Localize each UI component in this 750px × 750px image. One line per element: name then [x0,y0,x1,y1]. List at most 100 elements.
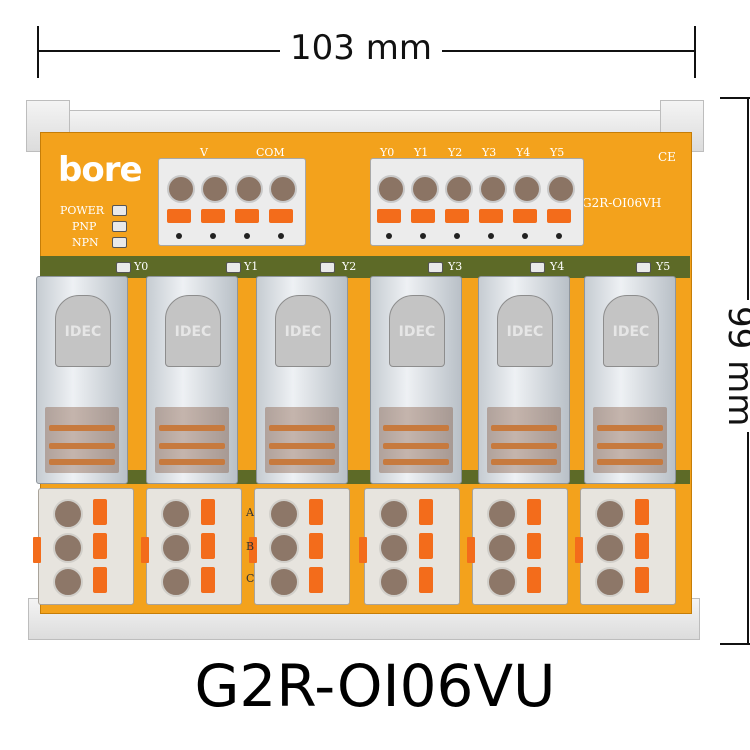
relay-contact [383,425,449,431]
terminal-screw-dot [278,233,284,239]
channel-lever[interactable] [201,567,215,593]
output-terminal-label: Y0 [380,146,395,159]
terminal-hole [377,175,405,203]
terminal-hole [235,175,263,203]
channel-terminal-y0[interactable] [33,488,134,605]
npn-led [112,237,127,248]
relay-contact [49,443,115,449]
relay-y0: IDEC [36,276,128,484]
height-dimension-top-tick [720,97,750,99]
relay-brand-text: IDEC [284,324,322,340]
terminal-screw-dot [556,233,562,239]
channel-lever[interactable] [93,499,107,525]
pnp-led [112,221,127,232]
power-terminal-label-com: COM [256,146,285,159]
relay-contact [269,443,335,449]
output-terminal-label: Y4 [516,146,531,159]
channel-lever[interactable] [201,499,215,525]
channel-lever[interactable] [635,567,649,593]
terminal-lever[interactable] [411,209,435,223]
relay-led [530,262,545,273]
channel-hole [487,533,517,563]
relay-contact [597,425,663,431]
terminal-screw-dot [522,233,528,239]
release-tab[interactable] [141,537,149,563]
relay-contact [597,459,663,465]
release-tab[interactable] [359,537,367,563]
relay-contact [159,459,225,465]
terminal-hole [201,175,229,203]
relay-coil: IDEC [389,295,445,367]
channel-lever[interactable] [419,533,433,559]
terminal-hole [411,175,439,203]
channel-hole [487,567,517,597]
release-tab[interactable] [249,537,257,563]
terminal-screw-dot [210,233,216,239]
relay-coil: IDEC [165,295,221,367]
terminal-screw-dot [420,233,426,239]
terminal-screw-dot [488,233,494,239]
channel-lever[interactable] [527,499,541,525]
relay-brand-text: IDEC [174,324,212,340]
output-terminal-label: Y2 [448,146,463,159]
relay-led [116,262,131,273]
terminal-lever[interactable] [445,209,469,223]
channel-terminal-y3[interactable] [359,488,460,605]
channel-hole [161,499,191,529]
terminal-lever[interactable] [377,209,401,223]
channel-lever[interactable] [635,533,649,559]
terminal-lever[interactable] [479,209,503,223]
terminal-hole [513,175,541,203]
channel-terminal-y4[interactable] [467,488,568,605]
channel-lever[interactable] [419,499,433,525]
channel-lever[interactable] [419,567,433,593]
output-terminal-block[interactable] [370,158,584,246]
ce-mark: CE [658,150,676,164]
channel-lever[interactable] [309,499,323,525]
channel-lever[interactable] [93,533,107,559]
terminal-screw-dot [244,233,250,239]
terminal-lever[interactable] [235,209,259,223]
channel-hole [161,567,191,597]
relay-brand-text: IDEC [506,324,544,340]
relay-y1: IDEC [146,276,238,484]
channel-lever[interactable] [201,533,215,559]
relay-label-y3: Y3 [448,260,463,273]
output-terminal-label: Y1 [414,146,429,159]
release-tab[interactable] [33,537,41,563]
channel-hole [379,533,409,563]
terminal-hole [269,175,297,203]
channel-lever[interactable] [527,533,541,559]
relay-y2: IDEC [256,276,348,484]
channel-hole [269,499,299,529]
channel-lever[interactable] [93,567,107,593]
power-terminal-block[interactable] [158,158,306,246]
channel-terminal-y1[interactable] [141,488,242,605]
channel-hole [53,533,83,563]
terminal-lever[interactable] [201,209,225,223]
power-led [112,205,127,216]
channel-terminal-y5[interactable] [575,488,676,605]
relay-label-y5: Y5 [656,260,671,273]
channel-terminal-y2[interactable] [249,488,350,605]
relay-contact [269,425,335,431]
relay-contact [491,425,557,431]
relay-coil: IDEC [497,295,553,367]
channel-lever[interactable] [309,533,323,559]
terminal-lever[interactable] [167,209,191,223]
output-terminal-label: Y3 [482,146,497,159]
release-tab[interactable] [575,537,583,563]
relay-contact [383,443,449,449]
channel-hole [595,499,625,529]
width-dimension-left-tick [37,26,39,78]
terminal-lever[interactable] [547,209,571,223]
channel-hole [379,499,409,529]
channel-lever[interactable] [309,567,323,593]
relay-coil: IDEC [275,295,331,367]
channel-lever[interactable] [527,567,541,593]
channel-lever[interactable] [635,499,649,525]
relay-brand-text: IDEC [398,324,436,340]
terminal-lever[interactable] [513,209,537,223]
release-tab[interactable] [467,537,475,563]
terminal-lever[interactable] [269,209,293,223]
